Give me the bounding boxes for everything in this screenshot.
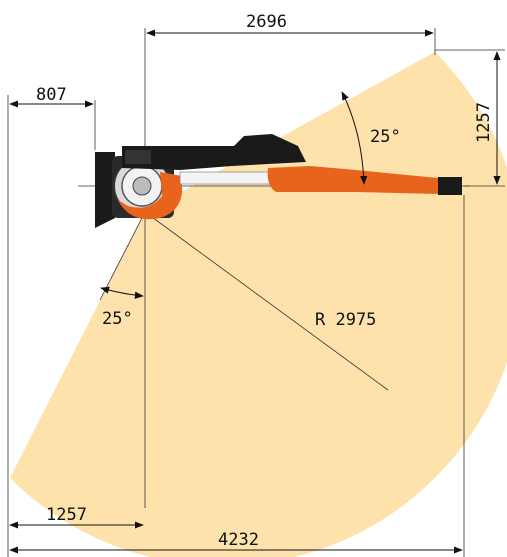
work-envelope-area <box>10 52 507 557</box>
upper-angle-label: 25° <box>370 127 401 147</box>
robot-base-plate <box>95 152 115 228</box>
reference-lines <box>7 28 505 557</box>
left-offset-label: 807 <box>36 85 67 105</box>
robot-upper-arm <box>122 134 306 170</box>
bottom-left-width-label: 1257 <box>46 505 87 525</box>
overall-width-label: 4232 <box>218 530 259 550</box>
dimension-lines <box>9 29 501 554</box>
top-width-label: 2696 <box>246 12 287 32</box>
robot-wrist <box>438 177 462 195</box>
robot-link <box>179 171 271 185</box>
radius-label: R 2975 <box>315 310 376 330</box>
robot-arm-illustration <box>95 134 462 228</box>
robot-lower-joint <box>118 172 182 220</box>
lower-angle-label: 25° <box>102 309 133 329</box>
right-height-label: 1257 <box>474 102 494 143</box>
